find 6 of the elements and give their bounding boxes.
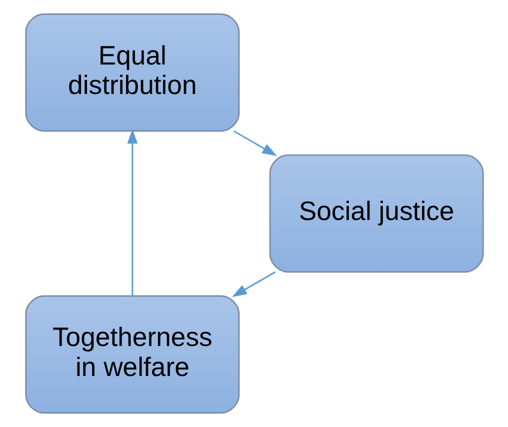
node-box: Equal distribution: [24, 13, 240, 132]
arrow: [126, 128, 138, 296]
node-box: Social justice: [268, 154, 484, 273]
arrow: [231, 271, 276, 297]
node-box: Togetherness in welfare: [24, 295, 240, 414]
arrow: [232, 130, 276, 156]
